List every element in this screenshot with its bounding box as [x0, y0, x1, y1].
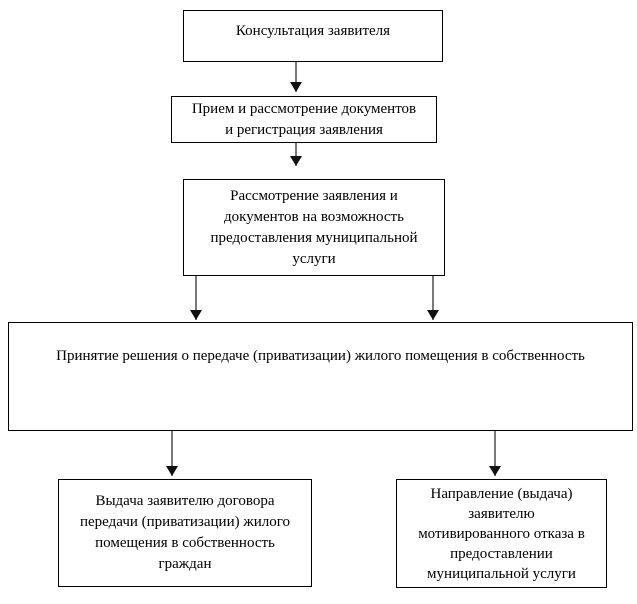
box-refusal-label: Направление (выдача) заявителю мотивиров…: [418, 485, 585, 582]
box-reception-label: Прием и рассмотрение документов и регист…: [191, 100, 417, 138]
box-consultation-label: Консультация заявителя: [235, 23, 391, 39]
box-consultation: Консультация заявителя: [183, 10, 443, 62]
box-issue-contract-label: Выдача заявителю договора передачи (прив…: [79, 493, 290, 572]
box-review: Рассмотрение заявления и документов на в…: [183, 179, 445, 276]
box-decision-label: Принятие решения о передаче (приватизаци…: [56, 348, 585, 364]
box-issue-contract: Выдача заявителю договора передачи (прив…: [58, 479, 312, 587]
box-decision: Принятие решения о передаче (приватизаци…: [8, 322, 633, 431]
box-refusal: Направление (выдача) заявителю мотивиров…: [396, 479, 607, 588]
box-review-label: Рассмотрение заявления и документов на в…: [210, 187, 418, 267]
box-reception-registration: Прием и рассмотрение документов и регист…: [171, 96, 437, 143]
